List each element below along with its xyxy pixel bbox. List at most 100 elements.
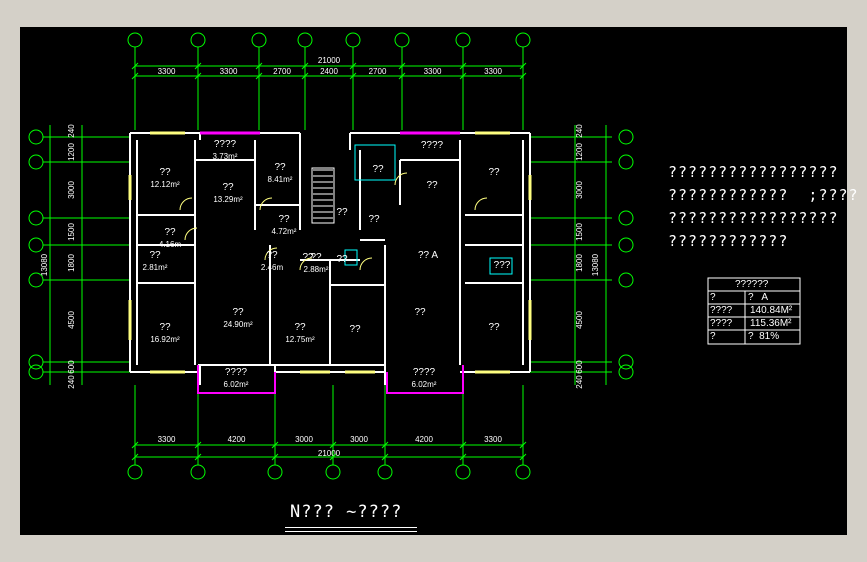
dimension-text: 4500 [575, 311, 584, 329]
dimension-text: 600 [575, 360, 584, 374]
room-name: ?? [426, 180, 438, 191]
dimension-text: 240 [67, 375, 76, 389]
axis-bubble [618, 210, 634, 226]
title-underline [285, 527, 417, 528]
table-cell: ???? [710, 318, 733, 329]
dimension-tick [131, 441, 139, 449]
dimension-text: 3300 [484, 435, 502, 444]
room-area: 4.72m² [272, 227, 297, 236]
room-name: ?? [294, 322, 306, 333]
dimension-text: 3300 [424, 67, 442, 76]
dimension-text: 2400 [320, 67, 338, 76]
axis-bubble [618, 354, 634, 370]
dimension-text: 240 [575, 124, 584, 138]
dimension-tick [459, 62, 467, 70]
room-name: ?? [488, 322, 500, 333]
dimension-text: 3300 [158, 435, 176, 444]
table-header: ?????? [735, 279, 769, 290]
axis-bubble [190, 464, 206, 480]
axis-bubble [267, 464, 283, 480]
dimension-tick [329, 453, 337, 461]
room-area: 4.16m [159, 240, 182, 249]
door-swing [394, 172, 408, 186]
dimension-tick [271, 441, 279, 449]
dimension-text: 4200 [415, 435, 433, 444]
dimension-tick [519, 72, 527, 80]
dimension-tick [349, 72, 357, 80]
note-line-2: ???????????? ;???? [668, 186, 859, 204]
dimension-text: 3300 [158, 67, 176, 76]
room-name: ?? [336, 207, 348, 218]
axis-bubble [127, 32, 143, 48]
dimension-tick [131, 453, 139, 461]
table-cell: ? 81% [748, 331, 780, 342]
dimension-text: 3300 [220, 67, 238, 76]
table-cell: 140.84M² [750, 305, 793, 316]
axis-bubble [618, 237, 634, 253]
room-name: ?? [266, 250, 278, 261]
axis-bubble [28, 154, 44, 170]
dimension-tick [519, 62, 527, 70]
dimension-tick [255, 72, 263, 80]
dimension-text: 1800 [67, 254, 76, 272]
axis-bubble [297, 32, 313, 48]
dimension-text: 1200 [575, 143, 584, 161]
room-name: ??? [494, 260, 511, 271]
balcony-outline [197, 365, 276, 394]
room-name: ?? A [418, 250, 438, 261]
room-area: 3.73m² [213, 152, 238, 161]
room-name: ?? [414, 307, 426, 318]
table-cell: ? [710, 331, 716, 342]
axis-bubble [190, 32, 206, 48]
plan-title: N??? ~???? [290, 502, 403, 522]
door-swing [184, 227, 198, 241]
axis-bubble [618, 272, 634, 288]
dimension-text: 3000 [350, 435, 368, 444]
axis-bubble [28, 129, 44, 145]
room-area: 2.81m² [143, 263, 168, 272]
door-swing [264, 247, 278, 261]
dimension-tick [131, 72, 139, 80]
table-cell: 115.36M² [750, 318, 792, 329]
dimension-tick [398, 62, 406, 70]
axis-bubble [618, 154, 634, 170]
dimension-text: 13080 [591, 253, 600, 276]
axis-bubble [455, 32, 471, 48]
dimension-tick [398, 72, 406, 80]
room-area: 8.41m² [268, 175, 293, 184]
dimension-text: 240 [575, 375, 584, 389]
door-swing [179, 197, 193, 211]
table-cell: ? [710, 292, 716, 303]
axis-bubble [28, 210, 44, 226]
dimension-text: 2700 [273, 67, 291, 76]
room-area: 2.46m [261, 263, 284, 272]
dimension-text: 3300 [484, 67, 502, 76]
dimension-text: 21000 [318, 56, 341, 65]
room-name: ?? [159, 322, 171, 333]
room-name: ?? [349, 324, 361, 335]
axis-bubble [127, 464, 143, 480]
dimension-tick [329, 441, 337, 449]
room-name: ???? [413, 367, 436, 378]
table-cell: ???? [710, 305, 733, 316]
axis-bubble [394, 32, 410, 48]
axis-bubble [345, 32, 361, 48]
axis-bubble [618, 364, 634, 380]
axis-bubble [28, 237, 44, 253]
room-area: 2.88m² [304, 265, 329, 274]
room-name: ?? [488, 167, 500, 178]
room-area: 6.02m² [224, 380, 249, 389]
summary-table [707, 277, 801, 345]
axis-bubble [618, 129, 634, 145]
room-area: 12.75m² [285, 335, 315, 344]
dimension-tick [459, 72, 467, 80]
dimension-tick [459, 441, 467, 449]
dimension-tick [301, 72, 309, 80]
dimension-tick [131, 62, 139, 70]
door-swing [299, 257, 313, 271]
room-area: 16.92m² [150, 335, 180, 344]
door-swing [474, 197, 488, 211]
room-name: ???? [421, 140, 444, 151]
note-line-4: ???????????? [668, 232, 789, 250]
